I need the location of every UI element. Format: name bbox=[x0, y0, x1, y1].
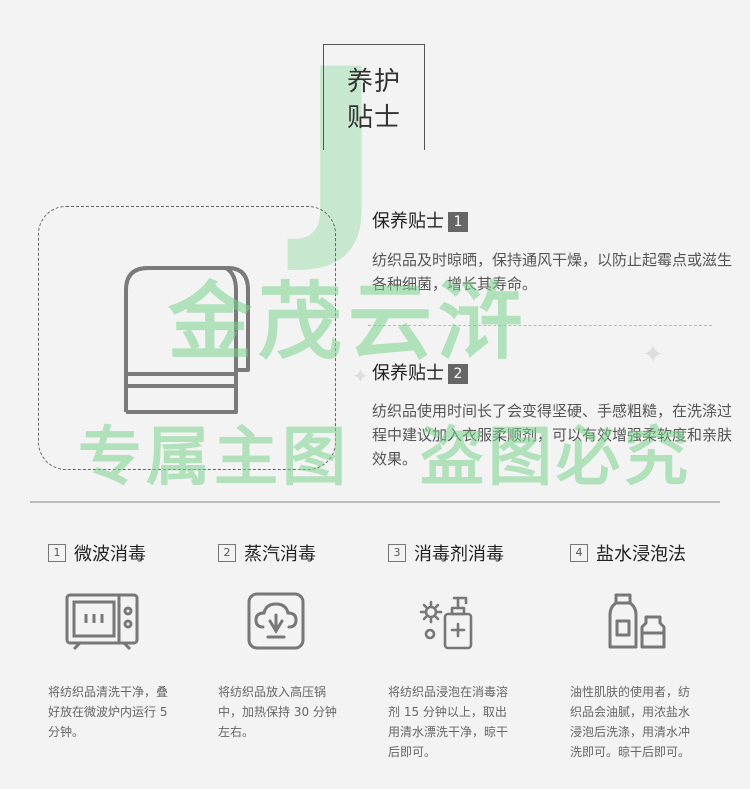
towel-illustration-frame bbox=[38, 206, 336, 470]
sparkle-icon: ✦ bbox=[642, 340, 664, 370]
tip-separator bbox=[368, 325, 712, 326]
disinfectant-icon bbox=[419, 596, 473, 650]
method-4-number: 4 bbox=[570, 544, 588, 562]
towel-icon bbox=[124, 266, 250, 414]
care-tips-title-box: 养护 贴士 bbox=[323, 44, 425, 150]
method-3-number: 3 bbox=[388, 544, 406, 562]
sparkle-icon: ✦ bbox=[352, 364, 369, 388]
method-2-title: 蒸汽消毒 bbox=[244, 544, 316, 565]
method-microwave: 1 微波消毒 将纺织品清洗干净，叠好放在微波炉内运行 5 分钟。 bbox=[48, 540, 218, 742]
section-divider bbox=[30, 501, 720, 503]
steam-icon bbox=[247, 592, 305, 650]
method-4-body: 油性肌肤的使用者，纺织品会油腻，用浓盐水浸泡后洗涤，用清水冲洗即可。晾干后即可。 bbox=[570, 685, 691, 759]
method-2-body: 将纺织品放入高压锅中，加热保持 30 分钟左右。 bbox=[218, 685, 337, 739]
salt-bottles-icon bbox=[608, 593, 666, 649]
method-3-title: 消毒剂消毒 bbox=[414, 544, 504, 565]
method-1-number: 1 bbox=[48, 544, 66, 562]
tip-1-body: 纺织品及时晾晒，保持通风干燥，以防止起霉点或滋生各种细菌，增长其寿命。 bbox=[372, 251, 733, 293]
method-steam: 2 蒸汽消毒 将纺织品放入高压锅中，加热保持 30 分钟左右。 bbox=[218, 540, 388, 742]
tip-2-body: 纺织品使用时间长了会变得坚硬、手感粗糙，在洗涤过程中建议加入衣服柔顺剂，可以有效… bbox=[372, 402, 733, 468]
method-4-title: 盐水浸泡法 bbox=[596, 544, 686, 565]
microwave-icon bbox=[65, 593, 139, 651]
method-3-body: 将纺织品浸泡在消毒溶剂 15 分钟以上，取出用清水漂洗干净，晾干后即可。 bbox=[388, 685, 509, 759]
method-1-body: 将纺织品清洗干净，叠好放在微波炉内运行 5 分钟。 bbox=[48, 685, 169, 739]
method-salt-water: 4 盐水浸泡法 油性肌肤的使用者，纺织品会油腻，用浓盐水浸泡后洗涤，用清水冲洗即… bbox=[570, 540, 740, 762]
method-2-number: 2 bbox=[218, 544, 236, 562]
tip-1-number-badge: 1 bbox=[448, 212, 468, 232]
tip-2-number-badge: 2 bbox=[448, 364, 468, 384]
method-disinfectant: 3 消毒剂消毒 将纺织品浸泡在消毒溶剂 15 分钟以上，取出用清水漂洗干净，晾干… bbox=[388, 540, 558, 762]
page-title: 养护 贴士 bbox=[346, 67, 401, 133]
method-1-title: 微波消毒 bbox=[74, 544, 146, 565]
